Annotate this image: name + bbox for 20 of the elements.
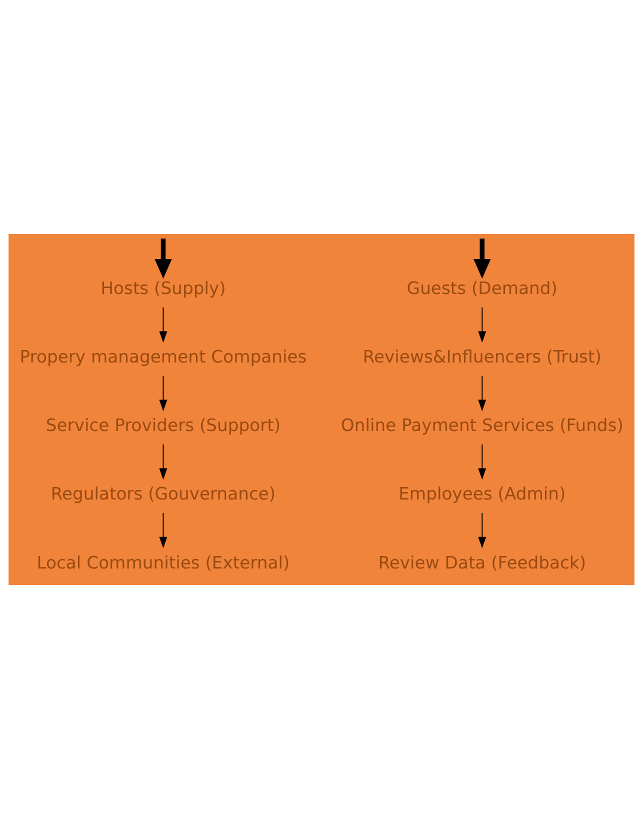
arrow	[159, 512, 168, 548]
arrow	[478, 444, 486, 480]
node-text: Local Communities (External)	[36, 553, 290, 574]
node-text: Hosts (Supply)	[100, 279, 226, 300]
arrow	[478, 375, 486, 412]
arrow	[159, 375, 168, 412]
node-text: Propery management Companies	[20, 348, 307, 368]
arrow	[474, 238, 491, 279]
node-text: Guests (Demand)	[406, 279, 558, 300]
node-text: Service Providers (Support)	[46, 416, 281, 436]
arrow	[159, 306, 168, 343]
arrow	[478, 306, 486, 343]
node-text: Reviews&Influencers (Trust)	[362, 348, 602, 368]
node-text: Online Payment Services (Funds)	[340, 416, 624, 436]
node-text: Employees (Admin)	[398, 484, 566, 505]
arrow	[154, 238, 172, 279]
arrow	[159, 444, 168, 480]
arrow	[478, 512, 486, 548]
node-text: Review Data (Feedback)	[378, 553, 586, 574]
node-text: Regulators (Gouvernance)	[50, 484, 276, 505]
